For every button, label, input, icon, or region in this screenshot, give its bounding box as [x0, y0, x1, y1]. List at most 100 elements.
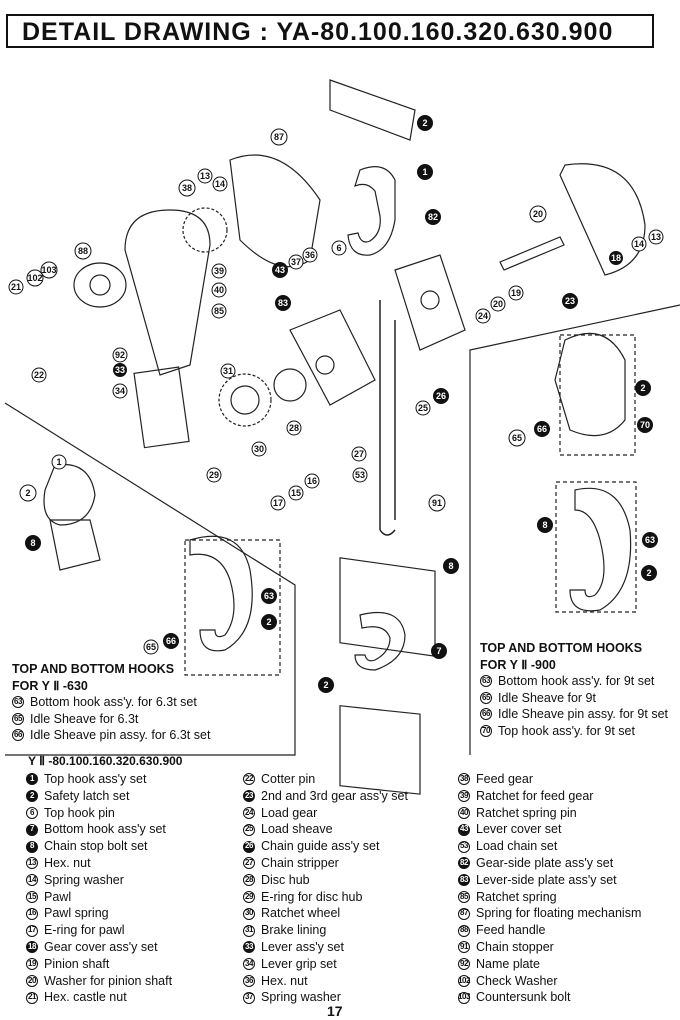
part-number-badge: 87: [458, 907, 470, 920]
part-number-badge: 19: [26, 958, 38, 971]
part-label: Chain guide ass'y set: [261, 839, 380, 854]
right-bottom-hook: [569, 487, 632, 612]
part-label: Pawl spring: [44, 906, 109, 921]
part-number-badge: 30: [243, 907, 255, 920]
part-number-badge: 13: [26, 857, 38, 870]
svg-text:82: 82: [428, 212, 438, 222]
top-hook-bracket: [329, 79, 416, 141]
svg-text:2: 2: [646, 568, 651, 578]
svg-text:2: 2: [640, 383, 645, 393]
legend-item: 7 Bottom hook ass'y set: [26, 821, 172, 838]
left-divider: [4, 402, 296, 756]
callout: 6: [331, 240, 347, 256]
callout: 14: [212, 176, 228, 192]
part-number-badge: 25: [243, 823, 255, 836]
svg-text:38: 38: [182, 183, 192, 193]
part-number-badge: 65: [12, 712, 24, 725]
callout: 63: [642, 532, 658, 548]
part-label: Chain stopper: [476, 939, 554, 954]
svg-text:34: 34: [115, 386, 125, 396]
svg-text:25: 25: [418, 403, 428, 413]
part-number-badge: 102: [458, 974, 470, 987]
callout: 43: [272, 262, 288, 278]
part-label: Ratchet spring pin: [476, 805, 577, 820]
part-number-badge: 103: [458, 991, 470, 1004]
svg-text:20: 20: [493, 299, 503, 309]
part-number-badge: 85: [458, 890, 470, 903]
part-number-badge: 34: [243, 958, 255, 971]
part-label: Ratchet spring: [476, 889, 557, 904]
part-number-badge: 92: [458, 958, 470, 971]
legend-title: Y Ⅱ -80.100.160.320.630.900: [28, 754, 183, 768]
callout: 34: [112, 383, 128, 399]
callout: 87: [270, 128, 288, 146]
feed-gear: [182, 207, 228, 253]
part-number-badge: 7: [26, 823, 38, 836]
pinion-shaft: [499, 236, 565, 271]
part-number-badge: 63: [12, 696, 24, 709]
part-label: E-ring for disc hub: [261, 889, 363, 904]
part-number-badge: 82: [458, 857, 470, 870]
callout: 27: [351, 446, 367, 462]
part-label: Feed handle: [476, 923, 546, 938]
callout: 66: [163, 633, 179, 649]
part-label: Hex. nut: [261, 973, 308, 988]
svg-text:65: 65: [512, 433, 522, 443]
part-label: Chain stripper: [261, 855, 339, 870]
svg-text:14: 14: [634, 239, 644, 249]
part-label: Hex. nut: [44, 855, 91, 870]
svg-text:43: 43: [275, 265, 285, 275]
part-label: Safety latch set: [44, 788, 130, 803]
callout: 63: [261, 588, 277, 604]
part-number-badge: 43: [458, 823, 470, 836]
part-label: Ratchet for feed gear: [476, 788, 594, 803]
callout: 20: [490, 296, 506, 312]
part-label: Top hook pin: [44, 805, 115, 820]
part-label: Spring washer: [261, 990, 341, 1005]
part-label: Lever cover set: [476, 822, 562, 837]
legend-item: 85 Ratchet spring: [458, 889, 641, 906]
svg-text:63: 63: [264, 591, 274, 601]
part-label: Brake lining: [261, 923, 327, 938]
callout: 82: [425, 209, 441, 225]
svg-text:27: 27: [354, 449, 364, 459]
svg-text:53: 53: [355, 470, 365, 480]
part-label: Pawl: [44, 889, 72, 904]
part-number-badge: 91: [458, 941, 470, 954]
part-number-badge: 27: [243, 857, 255, 870]
load-chain: [379, 300, 396, 536]
callout: 2: [19, 484, 37, 502]
callout: 14: [631, 236, 647, 252]
callout: 2: [635, 380, 651, 396]
part-label: Bottom hook ass'y set: [44, 822, 166, 837]
part-number-badge: 23: [243, 790, 255, 803]
top-hook: [347, 166, 396, 256]
ratchet-wheel: [218, 373, 272, 427]
svg-text:6: 6: [336, 243, 341, 253]
callout: 103: [40, 261, 58, 279]
callout: 8: [443, 558, 459, 574]
callout: 85: [211, 303, 227, 319]
right-top-hook: [554, 332, 626, 437]
part-number-badge: 2: [26, 790, 38, 803]
svg-text:21: 21: [11, 282, 21, 292]
svg-text:103: 103: [41, 265, 56, 275]
callout: 21: [8, 279, 24, 295]
